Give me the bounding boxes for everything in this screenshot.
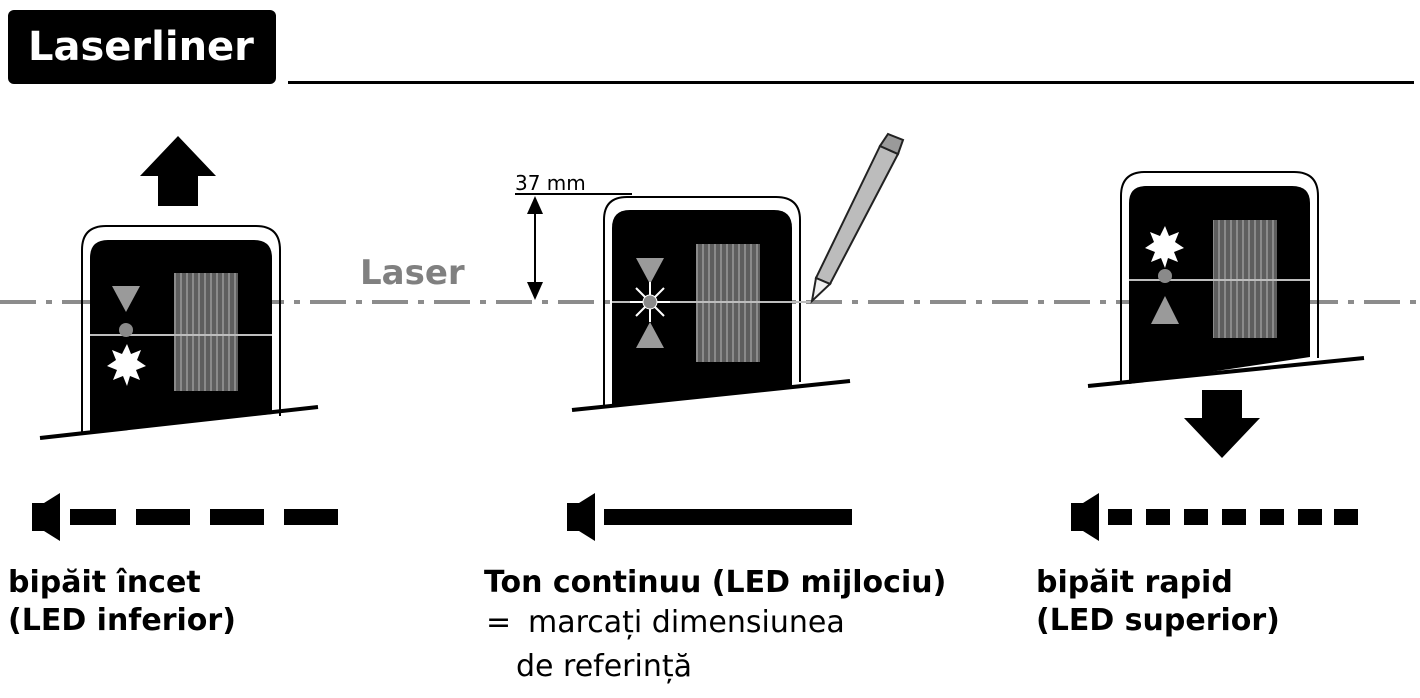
center-note-line2: de referință — [516, 649, 693, 684]
left-led-top-triangle — [112, 286, 140, 312]
center-note-line1: marcați dimensiunea — [528, 605, 845, 640]
brand-logo: Laserliner — [8, 10, 276, 84]
left-led-bottom-star-icon — [107, 344, 146, 386]
center-device-surface — [571, 379, 851, 412]
right-led-middle — [1158, 269, 1172, 283]
right-device — [1087, 171, 1365, 458]
right-fast-beep-dashes — [1108, 509, 1358, 525]
left-slow-beep-dashes — [70, 509, 338, 525]
dimension-arrow-up-head — [527, 196, 543, 214]
brand-name: Laserliner — [28, 24, 254, 70]
left-led-middle — [119, 323, 133, 337]
right-led-bottom-triangle — [1151, 296, 1179, 324]
right-device-outline — [1120, 171, 1319, 384]
center-speaker-icon — [567, 493, 595, 541]
left-speaker-icon — [32, 493, 60, 541]
left-device-surface — [39, 405, 319, 440]
left-sound-indicator — [32, 493, 338, 541]
left-caption-line1: bipăit încet — [8, 565, 201, 600]
pencil-icon — [810, 132, 905, 304]
left-caption-line2: (LED inferior) — [8, 603, 236, 638]
center-device-outline — [603, 196, 801, 405]
center-led-top-triangle — [636, 258, 664, 284]
left-device — [39, 136, 319, 440]
right-device-surface — [1087, 356, 1365, 388]
center-led-middle — [642, 294, 658, 310]
center-note-prefix: = — [486, 605, 512, 640]
laser-label: Laser — [360, 253, 465, 293]
left-device-outline — [81, 225, 281, 432]
right-speaker-icon — [1071, 493, 1099, 541]
center-sound-indicator — [567, 493, 852, 541]
center-led-bottom-triangle — [636, 322, 664, 348]
left-arrow-up-icon — [140, 136, 216, 206]
header-rule — [288, 81, 1414, 84]
dimension-label: 37 mm — [515, 171, 586, 195]
center-continuous-tone-bar — [604, 509, 852, 525]
center-caption-line1: Ton continuu (LED mijlociu) — [484, 565, 947, 600]
right-led-top-star-icon — [1145, 226, 1184, 268]
right-caption-line1: bipăit rapid — [1036, 565, 1233, 600]
right-caption-line2: (LED superior) — [1036, 603, 1280, 638]
center-device: 37 mm — [515, 132, 905, 412]
left-sensor-window — [174, 273, 238, 391]
right-arrow-down-icon — [1184, 390, 1260, 458]
dimension-arrow-down-head — [527, 282, 543, 300]
right-sound-indicator — [1071, 493, 1358, 541]
